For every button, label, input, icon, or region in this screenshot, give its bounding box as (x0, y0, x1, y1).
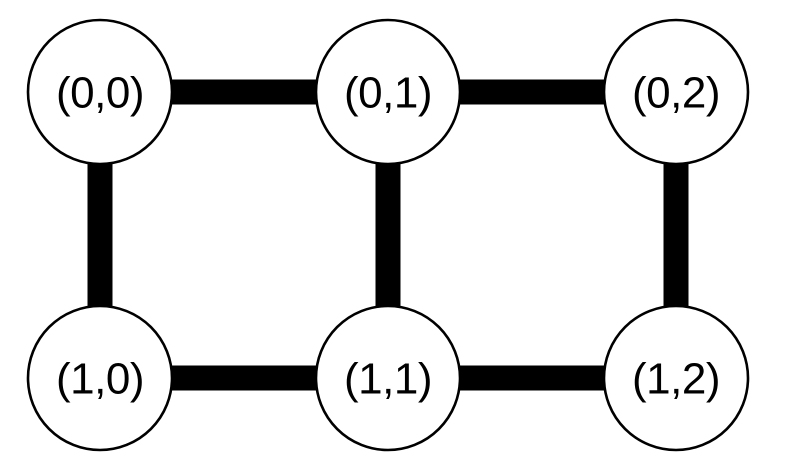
node-label: (0,2) (632, 69, 720, 118)
node-circle[interactable] (602, 304, 750, 452)
graph-node[interactable]: (0,0) (26, 18, 174, 166)
node-circle[interactable] (26, 304, 174, 452)
node-label: (1,2) (632, 355, 720, 404)
node-circle[interactable] (26, 18, 174, 166)
node-label: (1,0) (56, 355, 144, 404)
node-circle[interactable] (314, 18, 462, 166)
node-layer: (0,0) (0,1) (0,2) (1,0) (1,1) (1,2) (26, 18, 750, 452)
graph-node[interactable]: (0,2) (602, 18, 750, 166)
node-circle[interactable] (314, 304, 462, 452)
node-label: (0,1) (344, 69, 432, 118)
node-label: (1,1) (344, 355, 432, 404)
graph-node[interactable]: (1,0) (26, 304, 174, 452)
graph-node[interactable]: (1,1) (314, 304, 462, 452)
graph-node[interactable]: (1,2) (602, 304, 750, 452)
node-circle[interactable] (602, 18, 750, 166)
graph-node[interactable]: (0,1) (314, 18, 462, 166)
node-label: (0,0) (56, 69, 144, 118)
